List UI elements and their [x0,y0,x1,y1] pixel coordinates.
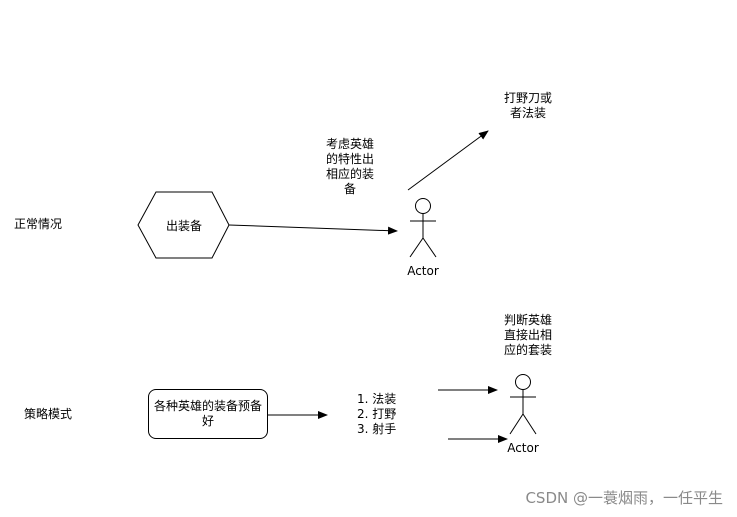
equipment-list: 1. 法装 2. 打野 3. 射手 [357,392,396,437]
actor-figure-top [409,198,437,258]
list-item: 2. 打野 [357,407,397,421]
watermark: CSDN @一蓑烟雨，一任平生 [525,489,723,507]
normal-case-label: 正常情况 [14,217,63,231]
actor-label-top: Actor [407,264,439,278]
actor-label-bottom: Actor [507,441,539,455]
judge-note: 判断英雄 直接出相 应的套装 [503,313,552,357]
list-item: 1. 法装 [357,392,397,406]
arrow-actor-to-result [407,130,489,191]
actor-figure-bottom [509,374,537,435]
strategy-mode-label: 策略模式 [24,407,73,421]
result-note: 打野刀或 者法装 [503,91,552,120]
hexagon-text: 出装备 [165,219,202,233]
list-item: 3. 射手 [357,422,397,436]
consider-note: 考虑英雄 的特性出 相应的装 备 [325,137,374,196]
equipment-ready-text: 各种英雄的装备预备好 [153,399,262,428]
equipment-ready-box: 各种英雄的装备预备好 [148,389,268,439]
arrow-hex-to-actor [228,224,398,235]
